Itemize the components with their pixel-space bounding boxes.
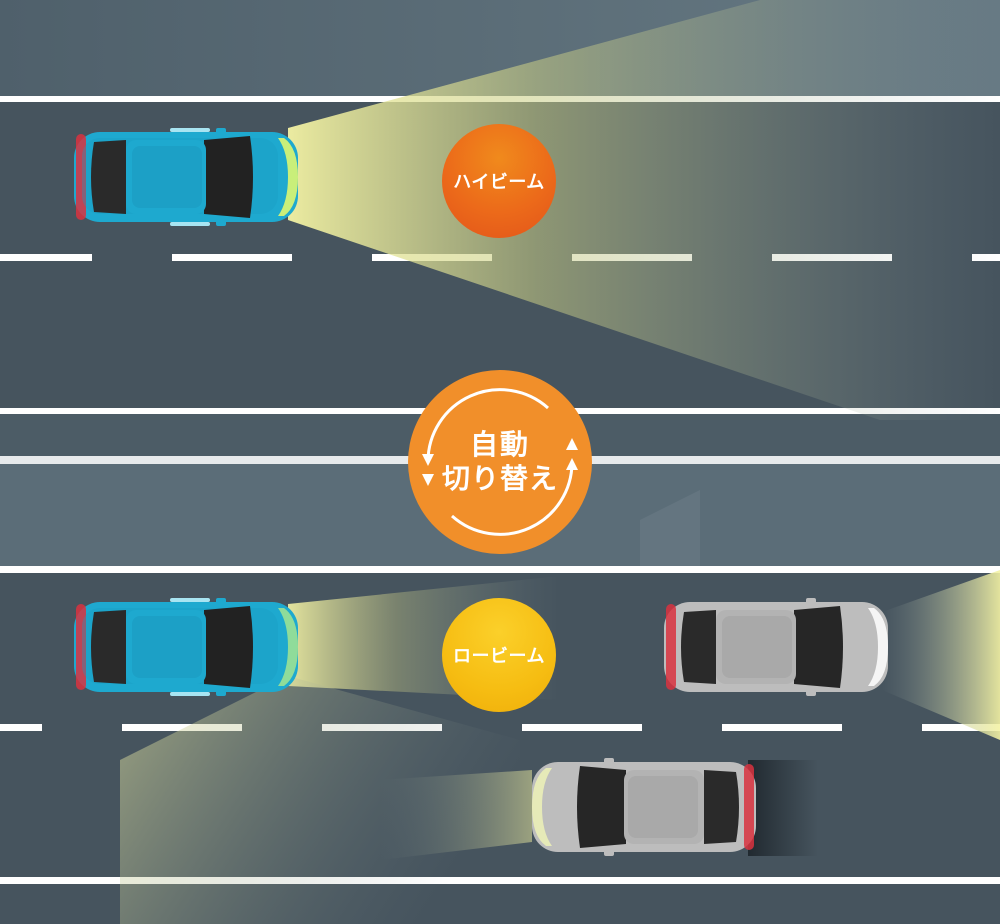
oncoming-car [664,598,888,696]
high-beam-light [288,0,1000,420]
auto-switch-badge: 自動 切り替え [408,370,592,554]
car-top-view-icon [74,598,298,696]
preceding-beam-light [380,770,532,860]
car-top-view-icon [664,598,888,696]
host-car-lower [74,598,298,696]
lane-line-solid [0,566,1000,573]
auto-switch-label-line1: 自動 [469,428,530,462]
car-shadow-trail [748,760,818,856]
high-beam-badge: ハイビーム [442,124,556,238]
low-beam-label: ロービーム [453,646,545,667]
preceding-car [532,758,756,856]
low-beam-badge: ロービーム [442,598,556,712]
high-beam-label: ハイビーム [453,172,545,193]
low-beam-spill [120,676,520,924]
host-car-upper [74,128,298,226]
roadside-shade [640,490,700,566]
circular-arrows-icon [422,388,578,536]
car-top-view-icon [74,128,298,226]
oncoming-beam-light [882,570,1000,740]
auto-switch-label-line2: 切り替え [441,462,558,495]
car-top-view-icon [532,758,756,856]
